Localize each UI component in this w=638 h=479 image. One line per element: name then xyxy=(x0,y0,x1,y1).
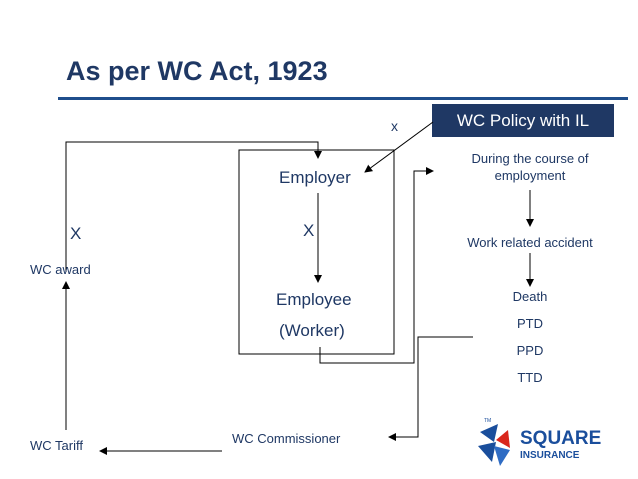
wc-commissioner-label: WC Commissioner xyxy=(232,431,341,446)
policy-employer-arrow xyxy=(364,121,434,173)
logo-text-bottom: INSURANCE xyxy=(520,450,580,461)
wc-tariff-label: WC Tariff xyxy=(30,438,83,453)
outcome-ptd: PTD xyxy=(517,316,543,331)
wc-award-label: WC award xyxy=(30,262,91,277)
award-loop-line xyxy=(65,141,322,272)
employer-label: Employer xyxy=(279,168,351,187)
worker-label: (Worker) xyxy=(279,321,345,340)
x-mark-left: X xyxy=(70,224,82,243)
wc-policy-box: WC Policy with IL xyxy=(432,104,614,137)
course-of-employment-line2: employment xyxy=(494,168,566,183)
page-title: As per WC Act, 1923 xyxy=(66,56,328,86)
employer-employee-box xyxy=(238,149,395,355)
x-mark-top: x xyxy=(391,118,398,134)
logo-text-top: SQUARE xyxy=(520,428,601,449)
logo-tm: TM xyxy=(484,418,491,424)
outcome-commissioner-line xyxy=(388,336,473,441)
square-insurance-logo: SQUARE INSURANCE TM xyxy=(470,412,620,472)
outcome-ppd: PPD xyxy=(516,343,544,358)
course-of-employment-line1: During the course of xyxy=(471,151,589,166)
outcome-ttd: TTD xyxy=(517,370,543,385)
worker-course-line xyxy=(319,167,434,364)
logo-mark-icon: SQUARE INSURANCE TM xyxy=(478,418,601,466)
outcome-death: Death xyxy=(512,289,548,304)
x-mark-center: X xyxy=(303,221,315,240)
title-underline xyxy=(58,97,628,100)
work-related-accident: Work related accident xyxy=(467,235,593,250)
employee-label: Employee xyxy=(276,290,352,309)
